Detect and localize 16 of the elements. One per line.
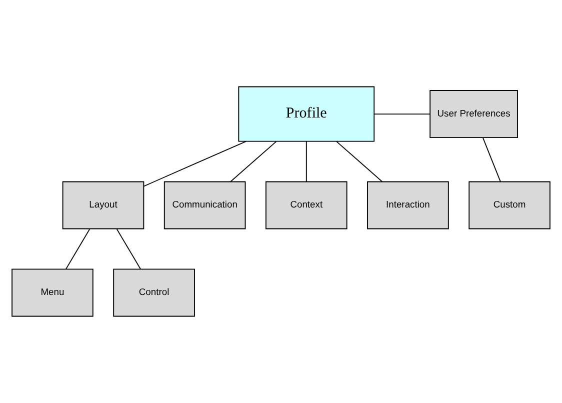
- node-box: Layout: [62, 181, 144, 230]
- node-box: Interaction: [367, 181, 449, 230]
- connector: [116, 228, 142, 270]
- connector: [143, 140, 246, 187]
- node-box: Control: [113, 268, 195, 317]
- node-box: Custom: [468, 181, 550, 230]
- node-box: Communication: [164, 181, 246, 230]
- node-box: Context: [265, 181, 348, 230]
- node-box: Menu: [12, 268, 94, 317]
- node-box: Profile: [238, 86, 375, 142]
- connector: [230, 141, 277, 182]
- connector: [306, 141, 307, 182]
- node-box: User Preferences: [430, 90, 518, 138]
- connector: [65, 228, 90, 270]
- connector: [336, 141, 383, 182]
- connector: [482, 138, 501, 182]
